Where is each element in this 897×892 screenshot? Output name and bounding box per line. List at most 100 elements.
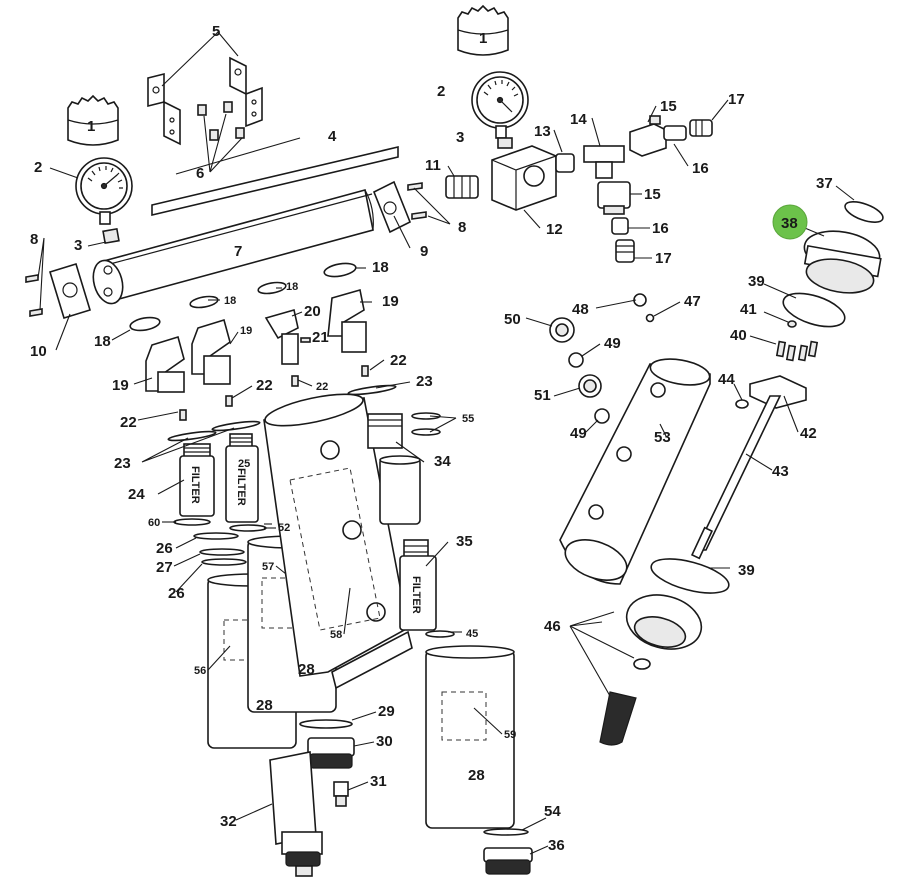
ring-44 [735,399,749,409]
callout-13: 13 [534,123,551,140]
block-12 [491,145,557,211]
plug-51 [578,374,602,398]
bracket-left [147,72,181,146]
callout-28b: 28 [298,661,315,678]
callout-51: 51 [534,387,551,404]
cap-30 [307,737,355,769]
central-manifold-58 [263,393,413,690]
ring-39a [782,292,846,328]
callout-21: 21 [312,329,329,346]
callout-4: 4 [328,128,337,145]
ring-52 [229,524,267,532]
pin-22d [225,395,233,407]
fitting-34 [367,413,421,525]
o-ring-18a [129,316,161,332]
flange-42 [749,375,807,409]
callout-55: 55 [462,413,474,425]
callout-23b: 23 [416,373,433,390]
gauge-face-label: 1 [87,118,95,135]
callout-22b: 22 [256,377,273,394]
tee-14 [583,145,625,179]
callout-22a: 22 [120,414,137,431]
filter-cartridge-25: FILTER [225,433,259,523]
callout-34: 34 [434,453,451,470]
callout-57: 57 [262,561,274,573]
callout-59: 59 [504,729,516,741]
valve-31 [333,781,349,807]
ring-26b [201,558,247,566]
valve-15a [629,115,667,157]
callout-49a: 49 [604,335,621,352]
filter-cartridge-35: FILTER [399,539,437,631]
filter-label-35: FILTER [410,576,422,614]
callout-16b: 16 [652,220,669,237]
ring-27 [199,548,245,556]
elbow-head-19c [327,288,367,353]
callout-60: 60 [148,517,160,529]
ring-39b [650,558,730,594]
callout-24: 24 [128,486,145,503]
ring-49a [568,352,584,368]
callout-47: 47 [684,293,701,310]
callout-50: 50 [504,311,521,328]
callout-3a: 3 [74,237,82,254]
plug-50 [549,317,575,343]
callout-26a: 26 [156,540,173,557]
callout-18c: 18 [286,281,298,293]
filter-label-24: FILTER [189,466,201,504]
o-ring-18d [323,262,357,278]
callout-42: 42 [800,425,817,442]
callout-32: 32 [220,813,237,830]
callout-10: 10 [30,343,47,360]
tube-43 [690,395,782,560]
top-rail [151,145,399,217]
callout-12: 12 [546,221,563,238]
callout-8a: 8 [30,231,38,248]
callout-16a: 16 [692,160,709,177]
callout-18d: 18 [372,259,389,276]
callout-8b: 8 [458,219,466,236]
ring-29 [299,719,353,729]
callout-labels: 2 3 2 3 4 5 6 7 8 8 9 10 11 12 13 14 15 … [30,23,833,854]
valve-15b [597,181,631,215]
callout-26b: 26 [168,585,185,602]
callout-56: 56 [194,665,206,677]
fitting-3-left [102,227,120,245]
callout-37[interactable]: 37 [816,175,833,192]
fitting-11 [445,175,479,199]
end-plate-right [372,180,412,234]
callout-38[interactable]: 38 [781,215,798,232]
ring-37 [844,201,884,223]
callout-19b: 19 [240,325,252,337]
callout-22c: 22 [316,381,328,393]
callout-43: 43 [772,463,789,480]
callout-5: 5 [212,23,220,40]
callout-46: 46 [544,618,561,635]
callout-39a: 39 [748,273,765,290]
fitting-16a [663,125,687,141]
callout-18b: 18 [224,295,236,307]
fitting-16b [611,217,629,235]
callout-18a: 18 [94,333,111,350]
callout-3b: 3 [456,129,464,146]
callout-2a: 2 [34,159,42,176]
elbow-head-20 [264,308,299,365]
callout-28a: 28 [256,697,273,714]
callout-17b: 17 [655,250,672,267]
leader-lines [37,31,855,855]
callout-25: 25 [238,458,250,470]
callout-27: 27 [156,559,173,576]
pin-22a [291,375,299,387]
callout-44: 44 [718,371,735,388]
callout-35: 35 [456,533,473,550]
fitting-13 [555,153,575,173]
callout-49b: 49 [570,425,587,442]
highlight-38[interactable] [772,204,808,240]
callout-23a: 23 [114,455,131,472]
screws-8-right [407,182,427,220]
ring-49b [594,408,610,424]
gauge-face-label-right: 1 [479,30,487,47]
ring-60 [173,518,211,526]
ring-23a [167,430,217,442]
